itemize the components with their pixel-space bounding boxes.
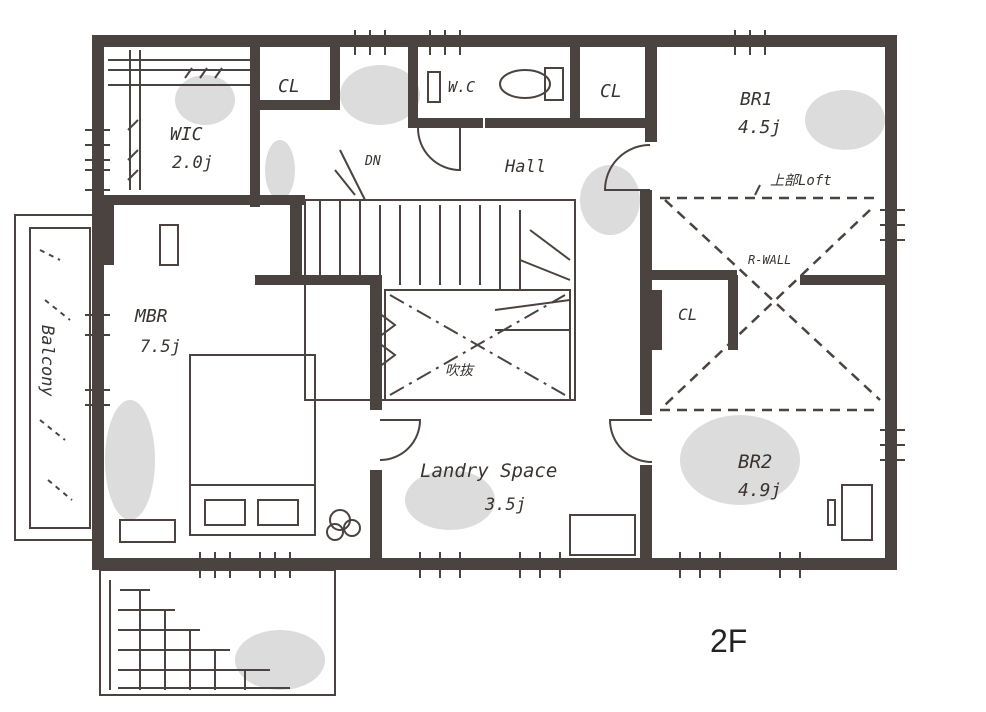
wc-label: W.C	[448, 78, 475, 96]
labels: WIC 2.0j CL W.C CL BR1 4.5j Hall DN 上部Lo…	[37, 76, 832, 659]
mbr-name: MBR	[134, 306, 168, 327]
desk-mbr	[159, 224, 179, 266]
bed	[119, 354, 316, 543]
void-label: 吹抜	[445, 363, 475, 379]
br1-size: 4.5j	[738, 117, 781, 138]
loft-lines	[660, 184, 881, 412]
mbr-size: 7.5j	[140, 337, 181, 357]
wic-rods	[108, 50, 250, 190]
rwall-label: R-WALL	[748, 253, 791, 267]
desk-br2	[827, 484, 873, 541]
interior-walls	[104, 47, 890, 565]
floor-shading	[105, 65, 885, 690]
wic-size: 2.0j	[172, 153, 213, 173]
floor-label: 2F	[710, 623, 747, 659]
cl-top-left-label: CL	[278, 76, 300, 97]
terrace	[99, 569, 336, 696]
outer-walls	[92, 35, 897, 570]
hall-label: Hall	[504, 157, 546, 177]
br2-name: BR2	[738, 451, 772, 473]
plant	[326, 509, 361, 541]
loft-note: 上部Loft	[770, 173, 832, 189]
wic-name: WIC	[170, 124, 203, 145]
br2-size: 4.9j	[738, 480, 781, 501]
br1-name: BR1	[740, 89, 773, 110]
cl-mid-label: CL	[678, 305, 697, 324]
laundry-name: Landry Space	[420, 460, 557, 482]
cl-top-right-label: CL	[600, 81, 622, 102]
doors	[374, 127, 653, 463]
windows	[85, 30, 905, 578]
toilet	[427, 67, 564, 103]
laundry-size: 3.5j	[484, 495, 526, 515]
balcony-label: Balcony	[37, 325, 57, 397]
stairs	[304, 149, 576, 401]
dn-label: DN	[364, 154, 381, 169]
laundry-unit	[569, 514, 636, 556]
